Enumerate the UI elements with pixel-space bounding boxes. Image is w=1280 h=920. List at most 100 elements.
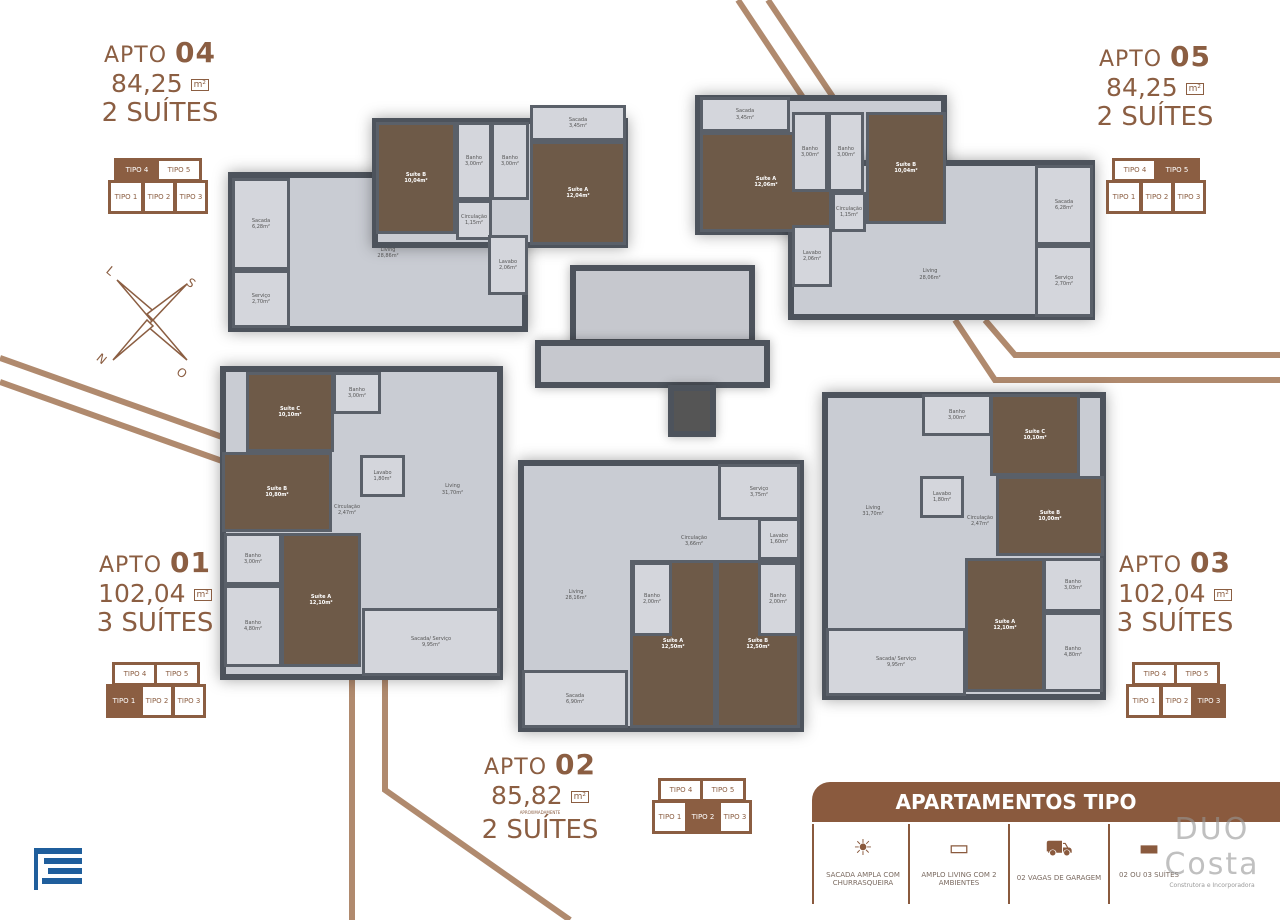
room-label: Suíte B xyxy=(405,171,427,178)
key-plan-cell: TIPO 2 xyxy=(1160,684,1194,718)
key-plan-cell: TIPO 4 xyxy=(112,662,158,686)
room-label: 12,04m² xyxy=(566,193,590,199)
room-label: Lavabo xyxy=(373,469,392,476)
compass-star-icon xyxy=(112,279,188,361)
key-plan-cell: TIPO 4 xyxy=(1112,158,1158,182)
room-label: Banho xyxy=(949,408,965,415)
room-label: Suíte B xyxy=(1039,509,1061,516)
room-label: 1,15m² xyxy=(464,220,483,226)
room-label: 2,00m² xyxy=(642,599,661,605)
key-plan-cell: TIPO 3 xyxy=(172,684,206,718)
room-label: 2,47m² xyxy=(337,510,356,516)
key-plan-cell: TIPO 1 xyxy=(1106,180,1142,214)
room-label: Suíte B xyxy=(747,637,769,644)
room-label: Suíte C xyxy=(279,405,301,412)
room-label: 3,03m² xyxy=(1063,585,1082,591)
room-label: 2,70m² xyxy=(251,299,270,305)
key-plan-cell: TIPO 5 xyxy=(1174,662,1220,686)
room-label: 12,06m² xyxy=(754,182,778,188)
room-label: Lavabo xyxy=(769,532,789,539)
area-icon: m² xyxy=(1185,83,1204,95)
room-label: 3,00m² xyxy=(800,152,819,158)
key-plan-cell: TIPO 5 xyxy=(154,662,200,686)
apartment-03-info: APTO 03 102,04 m² 3 SUÍTES xyxy=(1116,546,1234,638)
sunset-icon: ☀ xyxy=(853,836,873,861)
room-label: 6,28m² xyxy=(1054,205,1073,211)
feature-item: ⛟02 VAGAS DE GARAGEM xyxy=(1008,824,1108,904)
room-label: Circulação xyxy=(966,514,994,521)
room-label: Circulação xyxy=(835,205,863,212)
key-plan-cell: TIPO 1 xyxy=(108,180,144,214)
room-label: Living xyxy=(568,588,584,595)
room-label: Lavabo xyxy=(498,258,518,265)
brand-logo: DUO Costa Construtora e Incorporadora xyxy=(1164,812,1260,889)
key-plan-cell: TIPO 1 xyxy=(1126,684,1162,718)
key-plan-cell: TIPO 3 xyxy=(1192,684,1226,718)
room-label: Banho xyxy=(644,592,660,599)
room-label: 3,75m² xyxy=(749,492,768,498)
room-label: Banho xyxy=(1065,578,1081,585)
room-label: 2,06m² xyxy=(802,256,821,262)
bed-icon: ▬ xyxy=(1138,836,1160,861)
room-label: 6,90m² xyxy=(565,699,584,705)
room-label: 1,60m² xyxy=(769,539,788,545)
room-label: 1,15m² xyxy=(839,212,858,218)
key-plan-cell: TIPO 3 xyxy=(1172,180,1206,214)
room-label: Sacada xyxy=(735,108,755,114)
room-label: Sacada xyxy=(251,217,271,224)
car-icon: ⛟ xyxy=(1045,836,1073,861)
room-label: 3,45m² xyxy=(735,114,754,121)
key-plan-cell: TIPO 4 xyxy=(658,778,704,802)
room-label: 3,00m² xyxy=(243,559,262,565)
area-icon: m² xyxy=(190,79,209,91)
room-label: 3,00m² xyxy=(947,415,966,421)
room-label: Banho xyxy=(802,145,818,152)
apartment-05-info: APTO 05 84,25 m² 2 SUÍTES xyxy=(1096,40,1214,132)
room-label: Circulação xyxy=(460,213,488,220)
room-label: Banho xyxy=(349,386,365,393)
room-label: Suíte B xyxy=(266,485,288,492)
room-label: 31,70m² xyxy=(862,511,884,517)
room-label: Suíte A xyxy=(310,593,332,600)
area-icon: m² xyxy=(570,791,589,803)
area-icon: m² xyxy=(193,589,212,601)
key-plan-cell: TIPO 3 xyxy=(718,800,752,834)
room-label: 12,10m² xyxy=(993,625,1017,631)
room-label: 1,80m² xyxy=(373,476,392,482)
room-label: 6,28m² xyxy=(251,224,270,230)
features-legend: APARTAMENTOS TIPO ☀SACADA AMPLA COM CHUR… xyxy=(812,782,1280,920)
key-plan-cell: TIPO 4 xyxy=(114,158,160,182)
room-label: 9,95m² xyxy=(421,642,440,648)
room-label: Banho xyxy=(466,154,482,161)
room-label: 2,00m² xyxy=(768,599,787,605)
room-label: Sacada xyxy=(1054,198,1074,205)
